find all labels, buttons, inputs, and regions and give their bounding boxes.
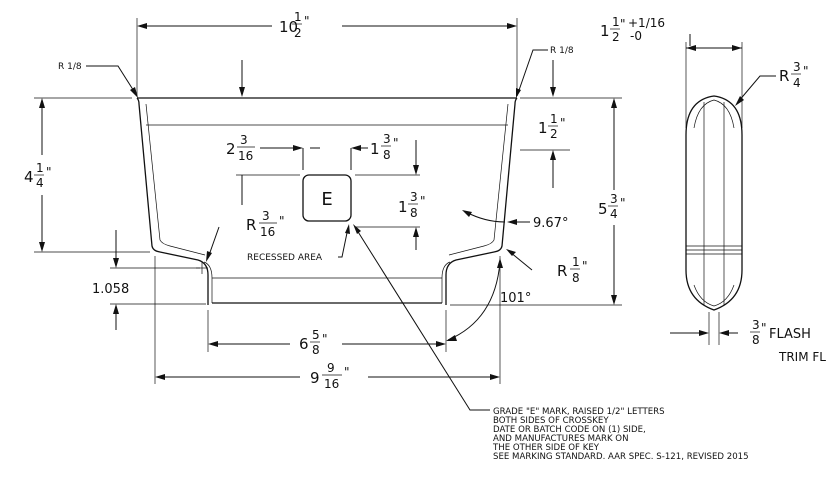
- svg-text:": ": [393, 136, 399, 150]
- svg-text:1: 1: [538, 119, 548, 137]
- svg-text:3: 3: [610, 192, 618, 206]
- recess-letter: E: [321, 189, 332, 210]
- dim-thickness: 1 1 2 " +1/16 -0: [600, 15, 665, 44]
- svg-text:4: 4: [793, 76, 801, 90]
- svg-text:2: 2: [550, 127, 558, 141]
- dim-angle-side: 9.67°: [533, 216, 568, 231]
- dim-upper-right: 1 1 2 ": [538, 112, 566, 141]
- svg-text:8: 8: [410, 206, 418, 220]
- svg-text:R: R: [246, 216, 256, 234]
- radius-inner-right: R 1 8 ": [557, 255, 588, 285]
- svg-text:8: 8: [383, 148, 391, 162]
- svg-text:": ": [304, 14, 310, 28]
- svg-text:1: 1: [600, 22, 610, 40]
- dim-mid-width: 6 5 8 ": [299, 328, 328, 357]
- dim-recess-offset: 2 3 16: [226, 133, 255, 163]
- svg-text:": ": [279, 214, 285, 228]
- svg-text:1: 1: [398, 198, 408, 216]
- marking-note-line: THE OTHER SIDE OF KEY: [492, 443, 600, 453]
- svg-text:": ": [46, 165, 52, 179]
- svg-text:10: 10: [279, 18, 298, 36]
- marking-note: GRADE "E" MARK, RAISED 1/2" LETTERS BOTH…: [492, 407, 749, 462]
- svg-text:": ": [761, 321, 767, 335]
- svg-text:4: 4: [36, 176, 44, 190]
- marking-note-line: AND MANUFACTURES MARK ON: [493, 434, 629, 444]
- recessed-area-label: RECESSED AREA: [247, 253, 323, 263]
- svg-text:": ": [803, 64, 809, 78]
- svg-text:": ": [620, 196, 626, 210]
- svg-text:": ": [322, 332, 328, 346]
- svg-text:6: 6: [299, 335, 309, 353]
- svg-text:3: 3: [752, 318, 760, 332]
- svg-text:1: 1: [36, 161, 44, 175]
- svg-text:8: 8: [752, 333, 760, 347]
- crosskey-front-view: [136, 97, 518, 305]
- dim-top-width: 10 1 2 ": [279, 10, 310, 40]
- svg-text:+1/16: +1/16: [628, 16, 665, 30]
- svg-text:R: R: [557, 262, 567, 280]
- svg-text:1: 1: [612, 15, 620, 29]
- radius-top-left: R 1/8: [58, 62, 82, 72]
- trim-label: TRIM FL: [778, 350, 826, 364]
- svg-text:3: 3: [240, 133, 248, 147]
- svg-text:9: 9: [327, 361, 335, 375]
- svg-text:16: 16: [260, 225, 275, 239]
- dim-recess-width: 1 3 8 ": [370, 132, 399, 162]
- dim-flash: 3 8 " FLASH: [750, 318, 811, 347]
- radius-side-view: R 3 4 ": [779, 60, 809, 90]
- dim-right-height: 5 3 4 ": [598, 192, 626, 221]
- radius-inner-left: R 3 16 ": [246, 209, 285, 239]
- dim-left-height: 4 1 4 ": [24, 161, 52, 190]
- svg-text:R: R: [779, 67, 789, 85]
- dim-bottom-width: 9 9 16 ": [310, 361, 350, 391]
- svg-text:4: 4: [610, 207, 618, 221]
- svg-text:": ": [582, 259, 588, 273]
- recessed-area-box: [302, 174, 352, 222]
- svg-text:1: 1: [572, 255, 580, 269]
- crosskey-side-view: [670, 34, 776, 345]
- marking-note-line: GRADE "E" MARK, RAISED 1/2" LETTERS: [493, 407, 665, 417]
- svg-text:-0: -0: [630, 29, 642, 43]
- dim-recess-height: 1 3 8 ": [398, 190, 426, 220]
- svg-text:2: 2: [294, 26, 302, 40]
- svg-text:16: 16: [238, 149, 253, 163]
- svg-text:FLASH: FLASH: [769, 327, 811, 342]
- dimension-lines: [34, 18, 622, 411]
- dim-angle-bottom: 101°: [500, 291, 531, 306]
- svg-text:3: 3: [793, 60, 801, 74]
- svg-text:9: 9: [310, 369, 320, 387]
- svg-text:": ": [620, 17, 626, 31]
- svg-text:2: 2: [226, 140, 236, 158]
- svg-text:16: 16: [324, 377, 339, 391]
- svg-text:8: 8: [572, 271, 580, 285]
- svg-text:3: 3: [262, 209, 270, 223]
- svg-text:3: 3: [410, 190, 418, 204]
- svg-text:5: 5: [598, 200, 608, 218]
- marking-note-line: DATE OR BATCH CODE ON (1) SIDE,: [493, 425, 646, 435]
- svg-text:5: 5: [312, 328, 320, 342]
- marking-note-line: SEE MARKING STANDARD. AAR SPEC. S-121, R…: [493, 452, 749, 462]
- marking-note-line: BOTH SIDES OF CROSSKEY: [493, 416, 609, 426]
- svg-text:2: 2: [612, 30, 620, 44]
- svg-text:1: 1: [294, 10, 302, 24]
- svg-text:": ": [560, 116, 566, 130]
- svg-text:4: 4: [24, 168, 34, 186]
- svg-text:3: 3: [383, 132, 391, 146]
- dim-small-height: 1.058: [92, 282, 129, 297]
- svg-text:": ": [420, 194, 426, 208]
- radius-top-right: R 1/8: [550, 46, 574, 56]
- svg-text:8: 8: [312, 343, 320, 357]
- svg-text:1: 1: [550, 112, 558, 126]
- svg-text:": ": [344, 365, 350, 379]
- svg-text:1: 1: [370, 140, 380, 158]
